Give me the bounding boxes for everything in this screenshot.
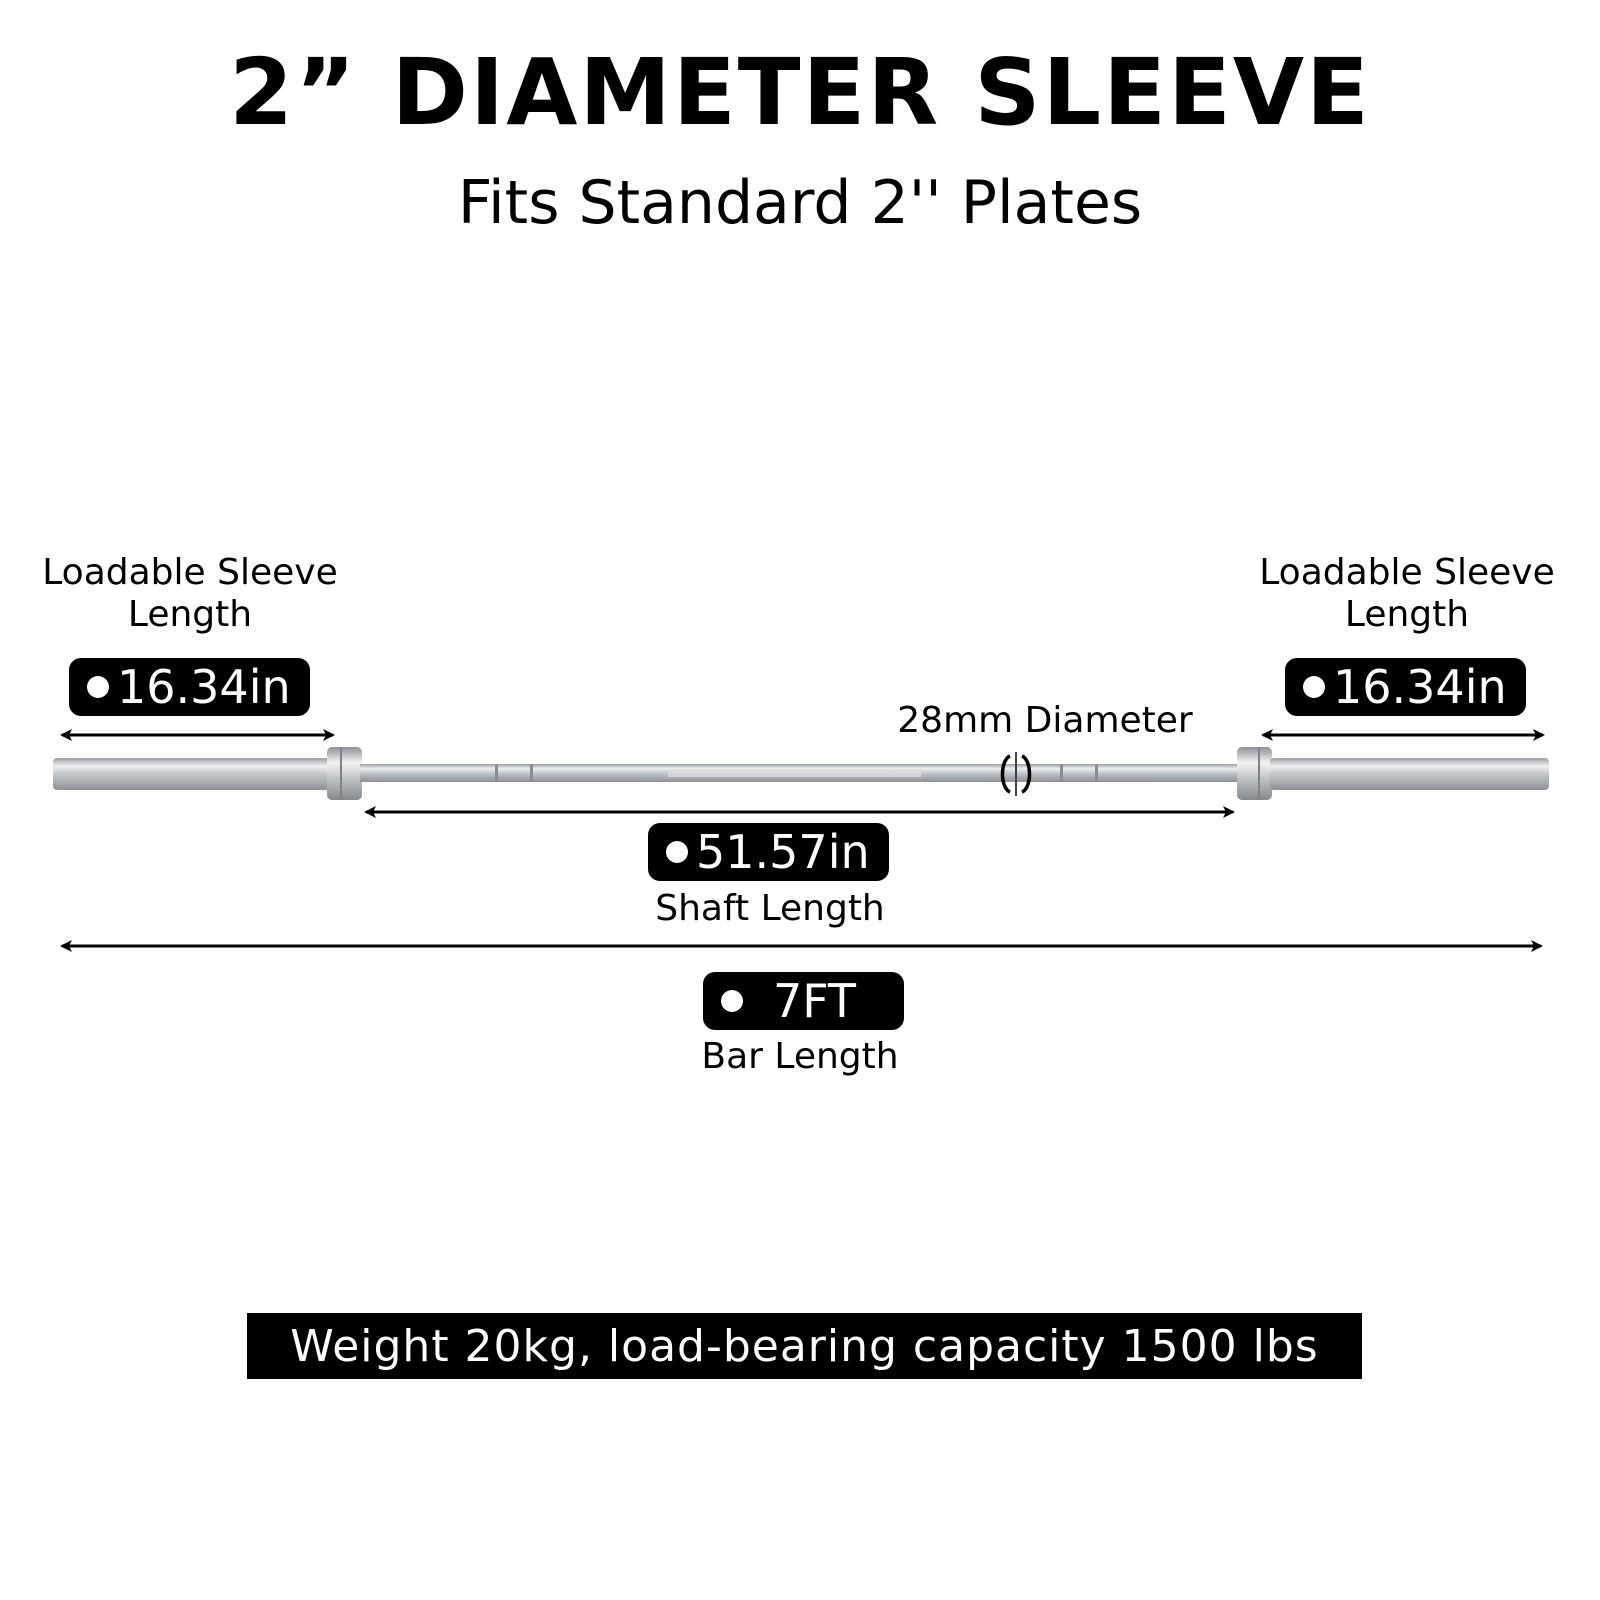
right-sleeve-label-line2: Length: [1344, 594, 1470, 635]
left-sleeve: [53, 758, 333, 790]
shaft-length-value: 51.57in: [696, 825, 870, 879]
page-subtitle: Fits Standard 2'' Plates: [457, 168, 1143, 238]
bullet-icon: [666, 841, 688, 863]
left-sleeve-label-line1: Loadable Sleeve: [42, 552, 338, 593]
bar-length-value: 7FT: [773, 974, 857, 1028]
right-sleeve: [1270, 758, 1549, 790]
left-sleeve-value-badge: 16.34in: [69, 658, 310, 716]
left-collar: [327, 747, 362, 800]
diameter-indicator-icon: [1000, 752, 1032, 796]
left-sleeve-value: 16.34in: [117, 660, 291, 714]
page-title: 2” DIAMETER SLEEVE: [229, 39, 1371, 146]
right-sleeve-label-line1: Loadable Sleeve: [1259, 552, 1555, 593]
shaft-length-label: Shaft Length: [655, 888, 885, 929]
right-sleeve-value-badge: 16.34in: [1285, 658, 1526, 716]
left-sleeve-label: Loadable Sleeve Length: [20, 552, 360, 636]
left-sleeve-label-line2: Length: [127, 594, 253, 635]
bullet-icon: [721, 990, 743, 1012]
bar-length-value-badge: 7FT: [703, 972, 904, 1030]
right-sleeve-label: Loadable Sleeve Length: [1237, 552, 1577, 636]
spec-banner-text: Weight 20kg, load-bearing capacity 1500 …: [290, 1320, 1319, 1372]
spec-banner: Weight 20kg, load-bearing capacity 1500 …: [247, 1313, 1362, 1379]
bar-length-label: Bar Length: [701, 1036, 899, 1077]
right-collar: [1237, 747, 1272, 800]
shaft-length-value-badge: 51.57in: [648, 823, 889, 881]
diameter-label: 28mm Diameter: [897, 700, 1193, 741]
bullet-icon: [87, 676, 109, 698]
bullet-icon: [1303, 676, 1325, 698]
right-sleeve-value: 16.34in: [1333, 660, 1507, 714]
